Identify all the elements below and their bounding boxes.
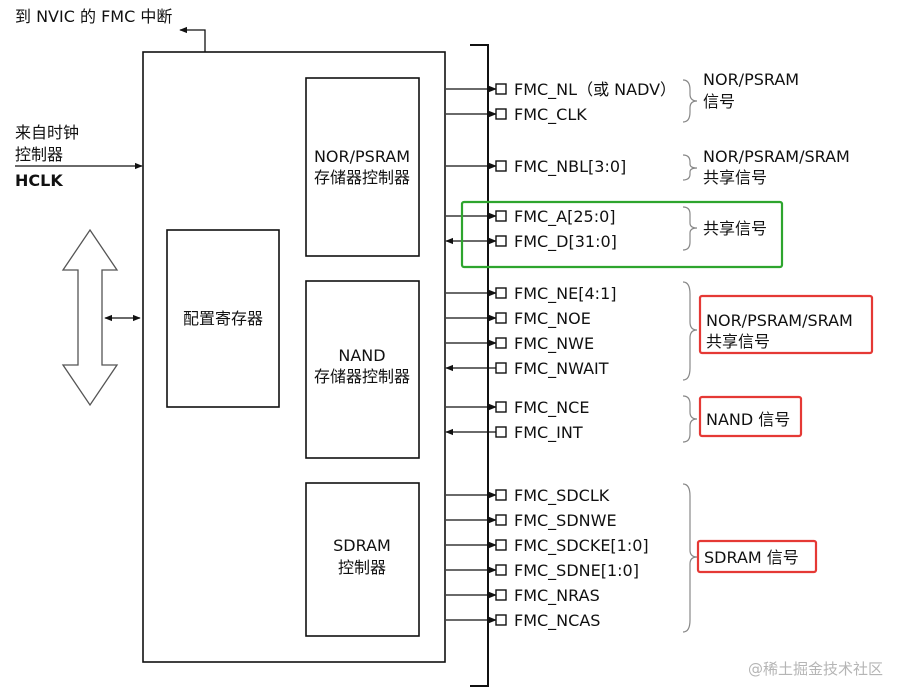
signal-line-1: FMC_CLK <box>446 105 587 125</box>
signal-label-15: FMC_NRAS <box>514 586 600 606</box>
signal-line-11: FMC_SDCLK <box>446 486 610 506</box>
signal-label-11: FMC_SDCLK <box>514 486 610 506</box>
bus-double-arrow <box>61 228 119 407</box>
signal-line-0: FMC_NL（或 NADV） <box>446 80 676 100</box>
pin-pad-6 <box>495 312 507 324</box>
pin-pad-1 <box>495 108 507 120</box>
sdram-controller-label-1: SDRAM <box>333 536 391 555</box>
config-register-block <box>166 229 280 408</box>
nor-controller-label-1: NOR/PSRAM <box>314 147 410 166</box>
pin-pad-8 <box>495 362 507 374</box>
signal-line-2: FMC_NBL[3:0] <box>446 157 626 177</box>
group-brace-3 <box>682 281 698 381</box>
signal-line-13: FMC_SDCKE[1:0] <box>446 536 649 556</box>
nvic-interrupt-label: 到 NVIC 的 FMC 中断 <box>15 7 172 26</box>
signal-label-9: FMC_NCE <box>514 398 589 418</box>
signal-line-7: FMC_NWE <box>446 334 594 354</box>
group-label-3-line2: 共享信号 <box>706 332 770 351</box>
signal-line-3: FMC_A[25:0] <box>446 207 616 227</box>
sdram-signal-highlight-box <box>696 539 818 574</box>
pin-pad-3 <box>495 210 507 222</box>
group-label-5: SDRAM 信号 <box>704 548 799 567</box>
clock-source-label-2: 控制器 <box>15 145 63 164</box>
nor-controller-block <box>305 77 420 257</box>
pin-pad-12 <box>495 514 507 526</box>
signal-label-8: FMC_NWAIT <box>514 359 609 379</box>
signal-line-4: FMC_D[31:0] <box>445 232 617 252</box>
nand-controller-label-1: NAND <box>338 346 385 365</box>
hclk-label: HCLK <box>15 171 63 190</box>
nvic-interrupt-arrow <box>179 26 206 52</box>
pin-pad-0 <box>495 83 507 95</box>
signal-label-1: FMC_CLK <box>514 105 587 125</box>
config-register-label: 配置寄存器 <box>183 309 263 328</box>
signal-label-2: FMC_NBL[3:0] <box>514 157 626 177</box>
pin-bus-bar <box>470 44 489 687</box>
signal-label-0: FMC_NL（或 NADV） <box>514 80 676 100</box>
pin-pad-2 <box>495 160 507 172</box>
group-label-0-line2: 信号 <box>703 92 735 111</box>
group-label-1-line1: NOR/PSRAM/SRAM <box>703 147 850 166</box>
signal-line-12: FMC_SDNWE <box>446 511 617 531</box>
signal-label-5: FMC_NE[4:1] <box>514 284 617 304</box>
signal-line-5: FMC_NE[4:1] <box>446 284 617 304</box>
signal-label-7: FMC_NWE <box>514 334 594 354</box>
nor-sram-highlight-box <box>698 294 874 355</box>
signal-line-10: FMC_INT <box>445 423 583 443</box>
group-brace-5 <box>682 483 698 633</box>
group-label-0-line1: NOR/PSRAM <box>703 70 799 89</box>
group-brace-4 <box>682 395 698 443</box>
signal-label-10: FMC_INT <box>514 423 583 443</box>
pin-pad-14 <box>495 564 507 576</box>
signal-label-16: FMC_NCAS <box>514 611 600 631</box>
fmc-main-block <box>142 51 446 663</box>
watermark: @稀土掘金技术社区 <box>748 660 883 678</box>
signal-label-4: FMC_D[31:0] <box>514 232 617 252</box>
clock-source-label-1: 来自时钟 <box>15 123 79 142</box>
pin-pad-4 <box>495 235 507 247</box>
pin-pad-5 <box>495 287 507 299</box>
group-brace-2 <box>682 206 698 251</box>
pin-pad-11 <box>495 489 507 501</box>
signal-line-15: FMC_NRAS <box>446 586 600 606</box>
pin-pad-7 <box>495 337 507 349</box>
pin-pad-16 <box>495 614 507 626</box>
group-brace-0 <box>682 79 698 123</box>
signal-line-16: FMC_NCAS <box>446 611 600 631</box>
signal-line-8: FMC_NWAIT <box>445 359 609 379</box>
signal-label-6: FMC_NOE <box>514 309 591 329</box>
group-label-1-line2: 共享信号 <box>703 168 767 187</box>
nand-signal-highlight-box <box>698 395 803 438</box>
nor-controller-label-2: 存储器控制器 <box>314 168 410 187</box>
nand-controller-label-2: 存储器控制器 <box>314 367 410 386</box>
signal-line-14: FMC_SDNE[1:0] <box>446 561 639 581</box>
nand-controller-block <box>305 280 420 459</box>
signal-line-6: FMC_NOE <box>446 309 591 329</box>
group-label-4: NAND 信号 <box>706 410 790 429</box>
signal-label-14: FMC_SDNE[1:0] <box>514 561 639 581</box>
group-brace-1 <box>682 154 698 181</box>
shared-signal-highlight-box <box>460 200 784 269</box>
group-label-2: 共享信号 <box>703 219 767 238</box>
signal-label-12: FMC_SDNWE <box>514 511 617 531</box>
sdram-controller-label-2: 控制器 <box>338 558 386 577</box>
pin-pad-9 <box>495 401 507 413</box>
pin-pad-15 <box>495 589 507 601</box>
pin-pad-13 <box>495 539 507 551</box>
signal-line-9: FMC_NCE <box>446 398 589 418</box>
pin-pad-10 <box>495 426 507 438</box>
sdram-controller-block <box>305 482 420 637</box>
group-label-3-line1: NOR/PSRAM/SRAM <box>706 311 853 330</box>
signal-label-13: FMC_SDCKE[1:0] <box>514 536 649 556</box>
signal-label-3: FMC_A[25:0] <box>514 207 616 227</box>
